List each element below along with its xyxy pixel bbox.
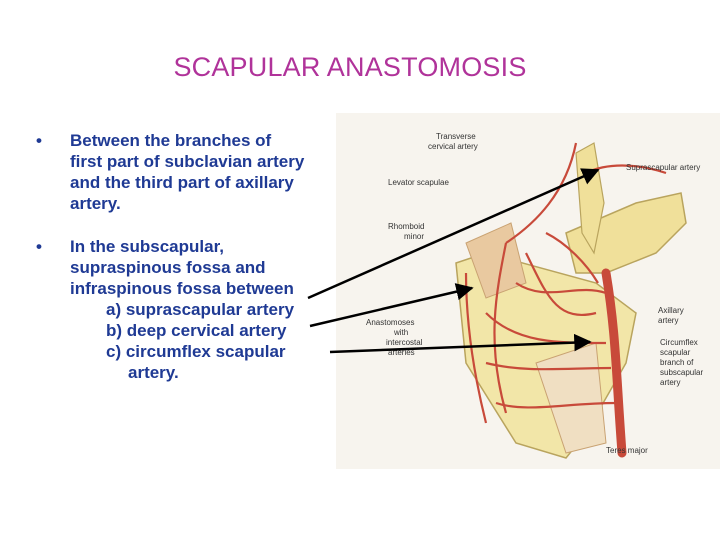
label-suprascapular: Suprascapular artery — [626, 163, 700, 172]
label-anastomoses-4: arteries — [388, 348, 415, 357]
label-transverse-cervical: Transverse — [436, 132, 476, 141]
bullet-line: Between the branches of — [70, 131, 272, 150]
label-teres-major: Teres major — [606, 446, 648, 455]
label-circumflex-3: branch of — [660, 358, 694, 367]
bullet-item-branches: Between the branches of first part of su… — [36, 130, 356, 214]
label-anastomoses: Anastomoses — [366, 318, 414, 327]
bullet-line: and the third part of axillary — [70, 173, 294, 192]
label-axillary: Axillary — [658, 306, 684, 315]
sub-item-a: a) suprascapular artery — [106, 300, 295, 319]
axillary-artery — [601, 268, 627, 458]
sub-item-c: c) circumflex scapular — [106, 342, 286, 361]
bullet-list: Between the branches of first part of su… — [36, 130, 356, 405]
label-circumflex-5: artery — [660, 378, 680, 387]
slide-title: SCAPULAR ANASTOMOSIS — [173, 52, 527, 83]
bullet-line: first part of subclavian artery — [70, 152, 305, 171]
bullet-line: In the subscapular, — [70, 237, 224, 256]
sub-item-c-cont: artery. — [128, 363, 179, 382]
label-levator-scapulae: Levator scapulae — [388, 178, 449, 187]
label-circumflex-4: subscapular — [660, 368, 703, 377]
label-anastomoses-3: intercostal — [386, 338, 423, 347]
bullet-line: supraspinous fossa and — [70, 258, 266, 277]
anatomy-illustration: Transverse cervical artery Suprascapular… — [336, 113, 720, 469]
label-anastomoses-2: with — [393, 328, 408, 337]
sub-item-b: b) deep cervical artery — [106, 321, 287, 340]
label-rhomboid: Rhomboid — [388, 222, 424, 231]
label-circumflex-2: scapular — [660, 348, 691, 357]
bullet-line: artery. — [70, 194, 121, 213]
label-axillary-2: artery — [658, 316, 678, 325]
scapula-diagram: Transverse cervical artery Suprascapular… — [336, 113, 720, 469]
label-rhomboid-2: minor — [404, 232, 424, 241]
bullet-line: infraspinous fossa between — [70, 279, 294, 298]
label-circumflex: Circumflex — [660, 338, 698, 347]
bullet-item-fossa: In the subscapular, supraspinous fossa a… — [36, 236, 356, 383]
label-transverse-cervical-2: cervical artery — [428, 142, 478, 151]
